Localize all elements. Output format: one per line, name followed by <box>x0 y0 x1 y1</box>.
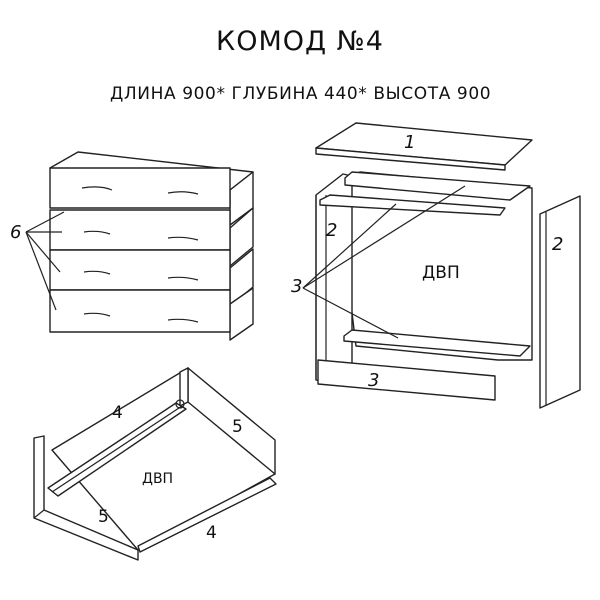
label-plinth: 3 <box>368 370 379 391</box>
bottom-rail <box>343 329 531 357</box>
drawer-handle <box>83 270 111 275</box>
drawer-exploded: 4 5 ДВП 5 4 <box>33 367 277 561</box>
label-side-left: 2 <box>326 220 337 241</box>
drawer-handle <box>81 186 113 191</box>
drawer-handle <box>167 236 199 241</box>
side-panel-right <box>539 195 581 409</box>
page-title: КОМОД №4 <box>216 26 384 57</box>
drawer-stack: 6 <box>10 151 254 341</box>
drawer-handle <box>83 312 111 317</box>
drawer-side-bottom <box>137 477 277 553</box>
leader-drawers <box>25 211 65 311</box>
drawer-handle <box>167 191 199 195</box>
label-drawer-back: 5 <box>232 417 243 437</box>
label-drawer-front: 5 <box>98 507 109 527</box>
dimensions-line: ДЛИНА 900* ГЛУБИНА 440* ВЫСОТА 900 <box>110 84 492 104</box>
drawer-handle <box>167 276 199 281</box>
drawer-front <box>49 289 231 333</box>
label-rails: 3 <box>291 276 302 297</box>
top-rail-back <box>344 171 531 201</box>
drawer-back-edge <box>179 367 189 407</box>
label-top-panel: 1 <box>404 132 415 153</box>
drawer-3 <box>49 248 254 307</box>
drawer-4 <box>49 287 254 341</box>
leader-rails <box>302 185 466 339</box>
label-drawers: 6 <box>10 222 21 243</box>
top-rail-front <box>319 194 506 216</box>
drawer-handle <box>83 230 111 235</box>
drawer-handle <box>167 318 199 323</box>
top-panel-edge <box>315 147 506 171</box>
label-side-right: 2 <box>552 234 563 255</box>
drawer-front <box>49 209 231 251</box>
drawer-front <box>49 249 231 291</box>
drawer-front <box>49 167 231 209</box>
drawer-bottom <box>51 367 276 551</box>
carcass-exploded: 1 ДВП 2 3 2 3 <box>291 122 581 409</box>
label-drawer-side-top: 4 <box>112 403 123 423</box>
plinth <box>317 359 496 401</box>
label-drawer-side-bottom: 4 <box>206 523 217 543</box>
drawer-1 <box>49 167 254 226</box>
label-drawer-bottom: ДВП <box>142 471 173 487</box>
label-back-panel: ДВП <box>422 263 460 283</box>
